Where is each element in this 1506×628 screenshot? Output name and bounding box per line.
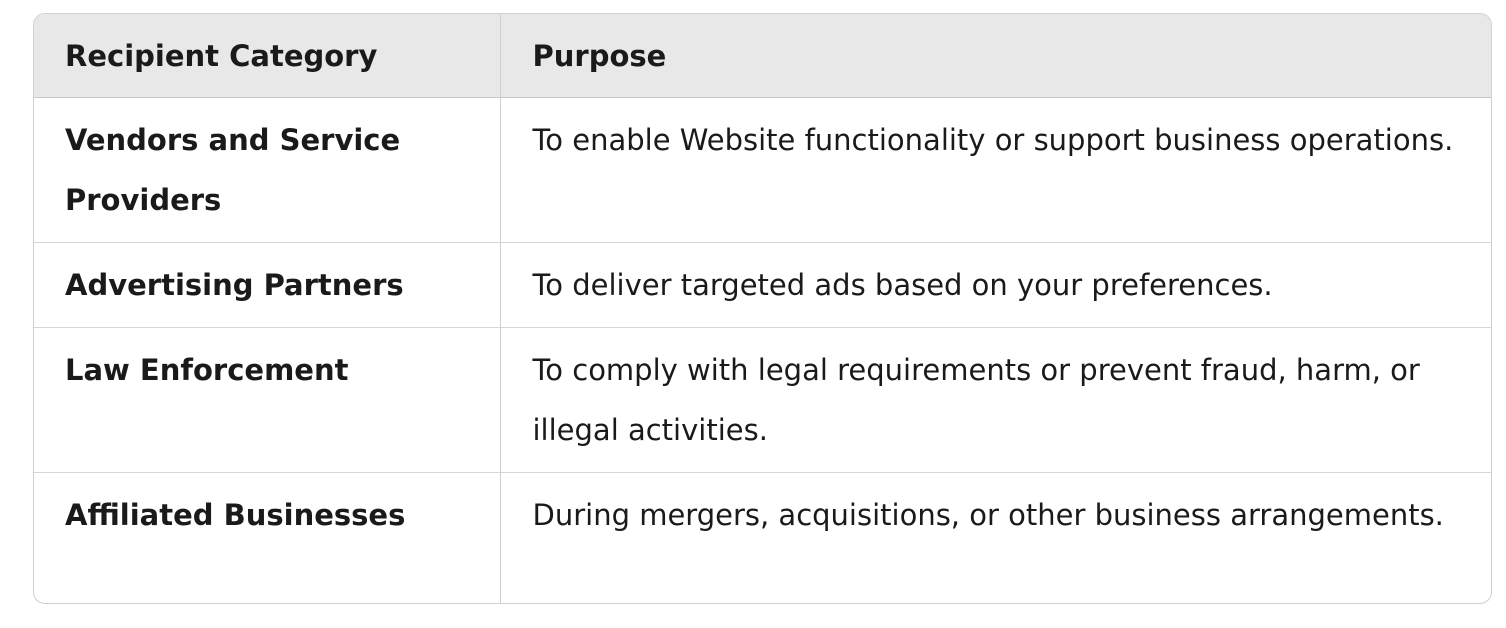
header-purpose: Purpose (499, 14, 1491, 98)
table-header: Recipient Category Purpose (34, 14, 1491, 98)
header-recipient-category: Recipient Category (34, 14, 500, 98)
row-purpose: To comply with legal requirements or pre… (499, 326, 1491, 472)
table-body: Vendors and Service Providers To enable … (34, 97, 1491, 603)
row-category: Advertising Partners (34, 241, 500, 327)
row-category: Affiliated Businesses (34, 471, 500, 603)
recipients-table: Recipient Category Purpose Vendors and S… (34, 14, 1491, 603)
recipients-table-container: Recipient Category Purpose Vendors and S… (33, 13, 1492, 604)
table-row: Affiliated Businesses During mergers, ac… (34, 471, 1491, 603)
row-purpose: During mergers, acquisitions, or other b… (499, 471, 1491, 603)
row-purpose: To deliver targeted ads based on your pr… (499, 241, 1491, 327)
table-row: Law Enforcement To comply with legal req… (34, 326, 1491, 472)
row-category: Law Enforcement (34, 326, 500, 472)
table-row: Advertising Partners To deliver targeted… (34, 241, 1491, 327)
row-purpose: To enable Website functionality or suppo… (499, 97, 1491, 242)
header-row: Recipient Category Purpose (34, 14, 1491, 98)
table-row: Vendors and Service Providers To enable … (34, 97, 1491, 242)
row-category: Vendors and Service Providers (65, 122, 401, 217)
